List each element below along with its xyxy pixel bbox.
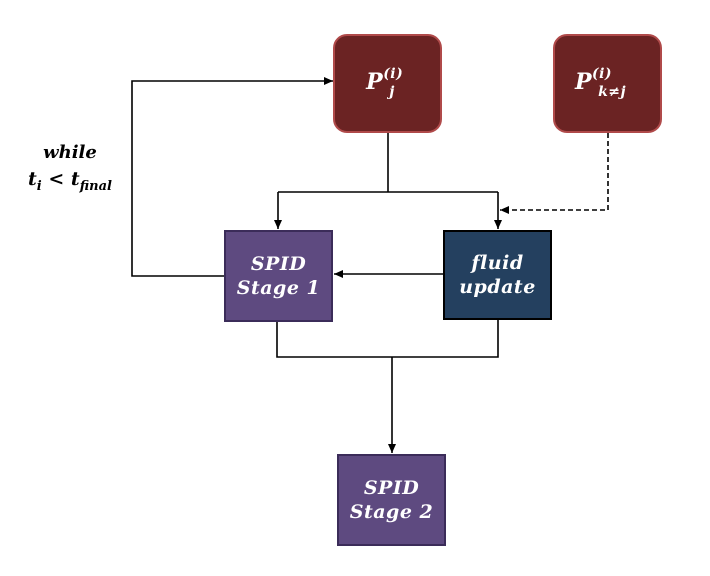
processor-k-label: P(i) k≠j bbox=[574, 66, 640, 100]
spid-stage1-line1: SPID bbox=[250, 253, 307, 275]
spid-stage2-line1: SPID bbox=[363, 477, 420, 499]
loop-keyword: while bbox=[43, 142, 97, 163]
processor-k-node[interactable]: P(i) k≠j bbox=[553, 34, 662, 133]
processor-k-symbol: P bbox=[574, 69, 592, 95]
spid-stage1-label: SPID Stage 1 bbox=[237, 252, 321, 300]
loop-condition-label: while ti < tfinal bbox=[20, 140, 120, 195]
spid-stage1-line2: Stage 1 bbox=[236, 277, 321, 299]
loop-cond-right: t bbox=[70, 168, 80, 190]
processor-j-superscript: (i) bbox=[383, 66, 404, 82]
fluid-update-line1: fluid bbox=[471, 252, 524, 274]
fluid-update-label: fluid update bbox=[459, 251, 536, 299]
processor-k-subscript: k≠j bbox=[598, 84, 627, 100]
loop-arrow bbox=[131, 77, 333, 277]
spid-stage2-label: SPID Stage 2 bbox=[350, 476, 434, 524]
fluid-update-line2: update bbox=[459, 276, 536, 298]
fluid-update-node[interactable]: fluid update bbox=[443, 230, 552, 320]
merge-connector bbox=[276, 320, 499, 358]
dashed-arrow-to-fluid-update bbox=[500, 133, 609, 214]
spid-stage2-line2: Stage 2 bbox=[349, 501, 434, 523]
loop-operator: < bbox=[48, 168, 65, 190]
processor-j-node[interactable]: P(i) j bbox=[333, 34, 442, 133]
loop-condition: ti < tfinal bbox=[20, 166, 120, 195]
processor-j-subscript: j bbox=[389, 84, 395, 100]
spid-stage1-node[interactable]: SPID Stage 1 bbox=[224, 230, 333, 322]
processor-j-label: P(i) j bbox=[366, 66, 409, 100]
loop-cond-left: t bbox=[28, 168, 37, 190]
loop-cond-right-sub: final bbox=[79, 179, 112, 194]
loop-cond-left-sub: i bbox=[36, 179, 42, 194]
processor-k-superscript: (i) bbox=[591, 66, 613, 82]
spid-stage2-node[interactable]: SPID Stage 2 bbox=[337, 454, 446, 546]
processor-j-symbol: P bbox=[366, 69, 384, 95]
